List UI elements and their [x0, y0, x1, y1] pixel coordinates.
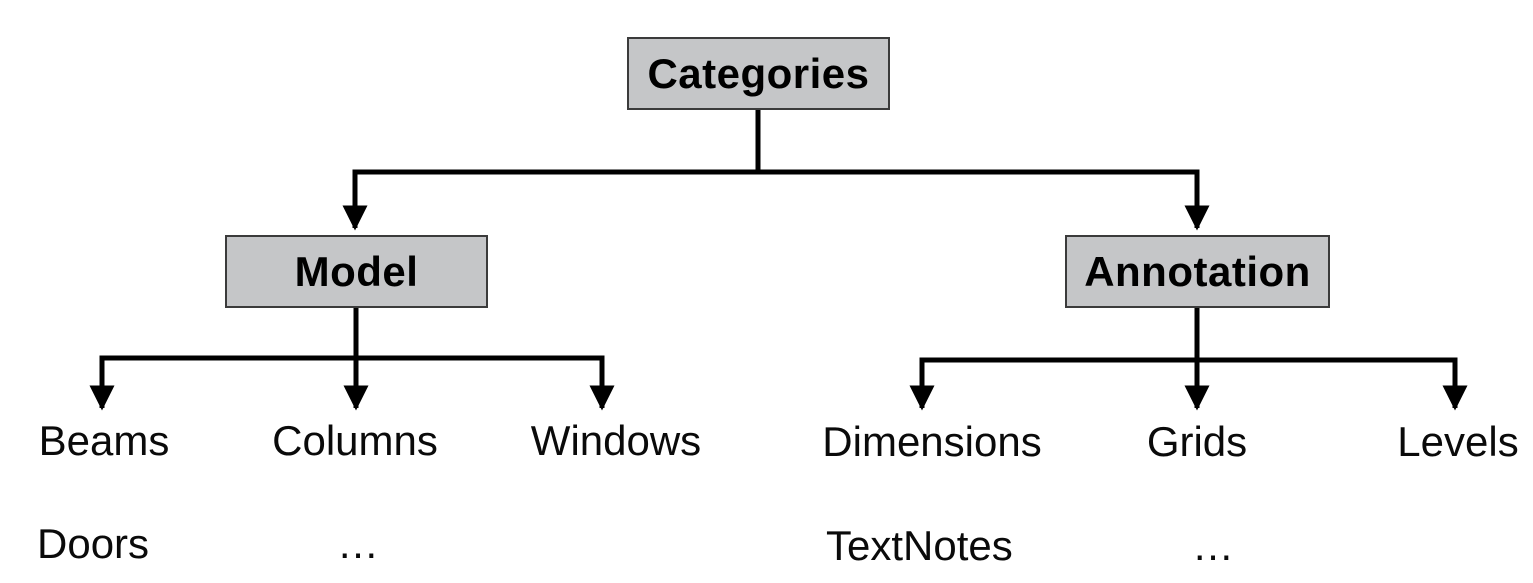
ellipsis-model-more: … [337, 520, 379, 567]
leaf-doors: Doors [37, 520, 150, 567]
node-model: Model [225, 235, 488, 308]
leaf-textnotes: TextNotes [826, 522, 1013, 569]
leaf-grids: Grids [1146, 418, 1248, 465]
leaf-beams: Beams [38, 417, 170, 464]
ellipsis-annotation-more: … [1192, 522, 1234, 569]
leaf-dimensions: Dimensions [822, 418, 1042, 465]
leaf-columns: Columns [272, 417, 438, 464]
leaf-levels: Levels [1397, 418, 1519, 465]
node-categories: Categories [627, 37, 890, 110]
node-annotation: Annotation [1065, 235, 1330, 308]
leaf-windows: Windows [530, 417, 702, 464]
